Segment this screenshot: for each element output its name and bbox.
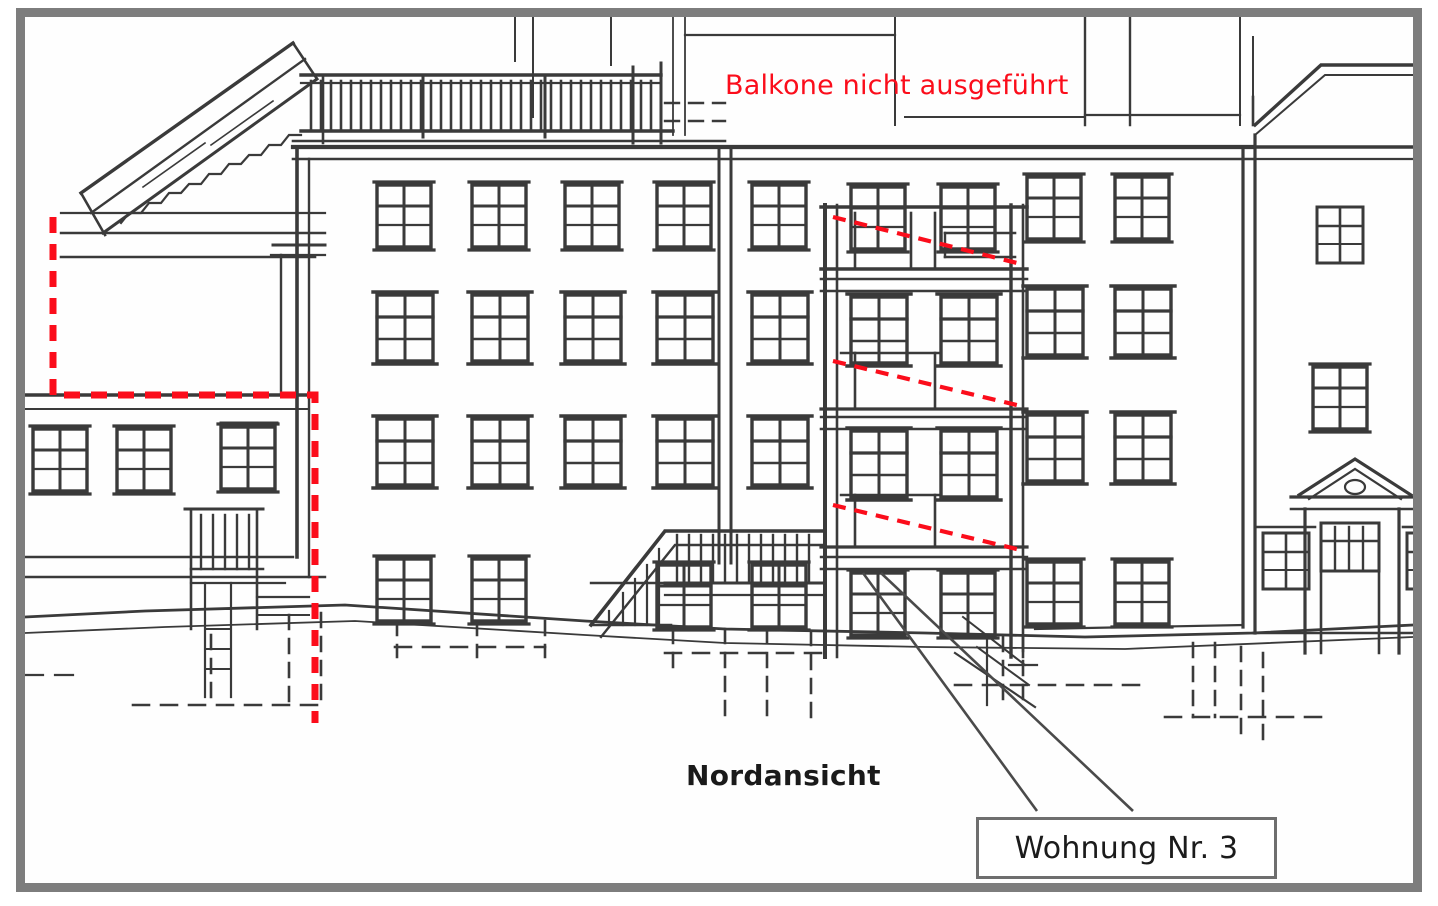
elevation-drawing xyxy=(25,17,1413,883)
drawing-frame: Balkone nicht ausgeführt Nordansicht Woh… xyxy=(16,8,1422,892)
apartment-callout-label: Wohnung Nr. 3 xyxy=(1014,830,1239,866)
apartment-callout-box: Wohnung Nr. 3 xyxy=(976,817,1277,879)
view-title-text: Nordansicht xyxy=(686,759,881,792)
balcony-note-text: Balkone nicht ausgeführt xyxy=(725,70,1069,101)
drawing-plate: Balkone nicht ausgeführt Nordansicht Woh… xyxy=(25,17,1413,883)
